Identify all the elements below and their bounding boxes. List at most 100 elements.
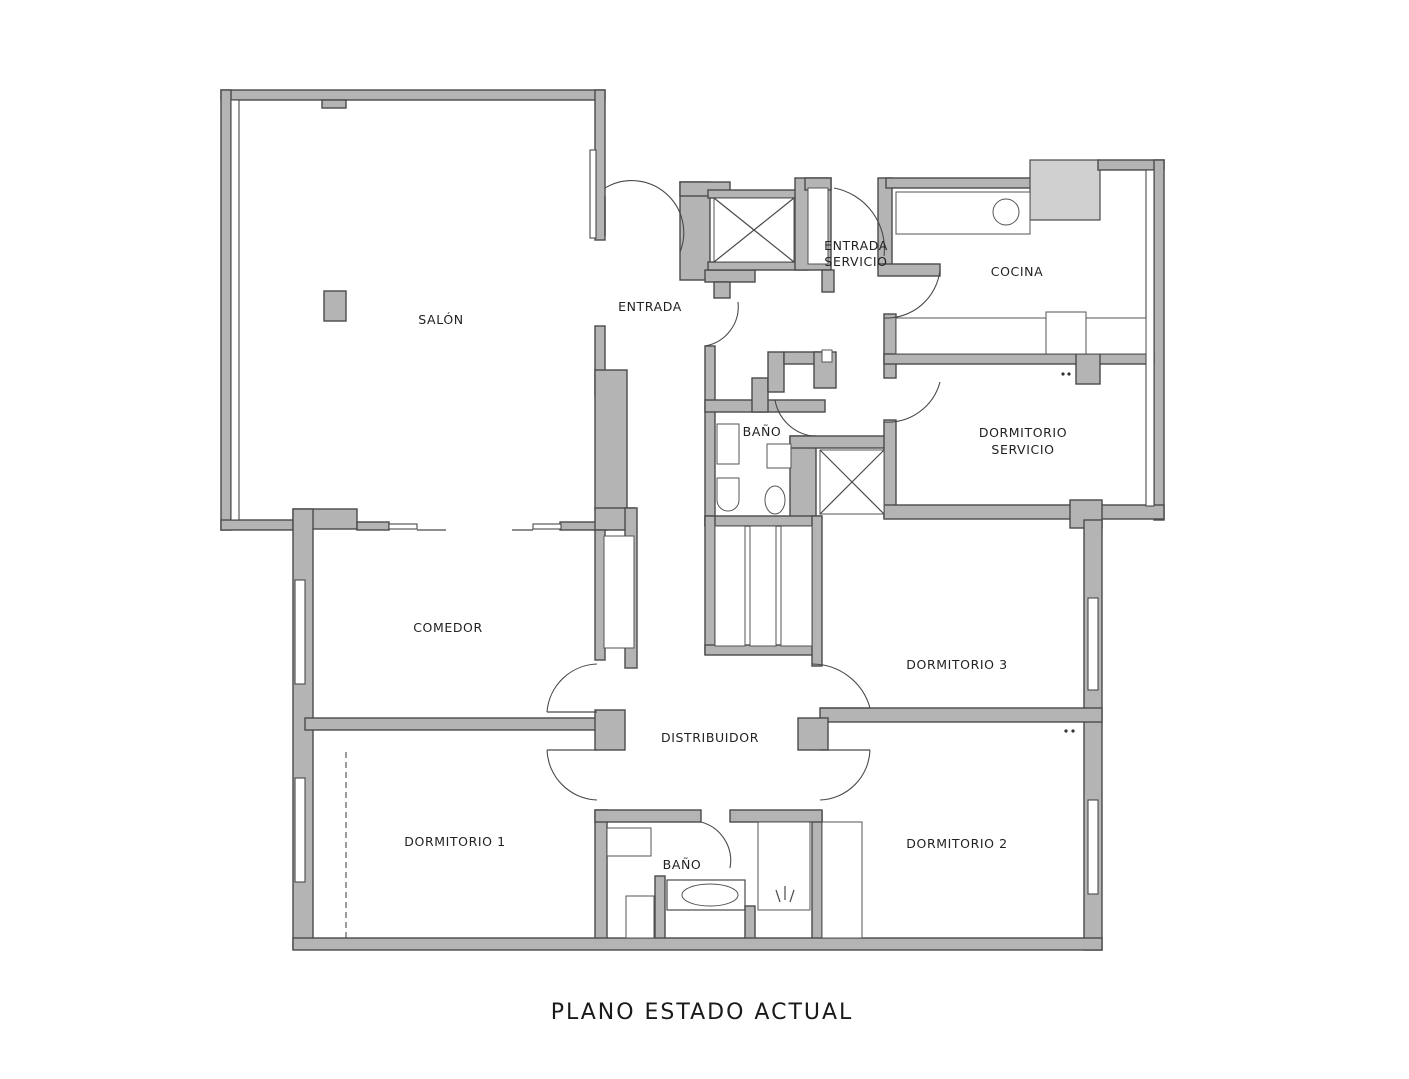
wall bbox=[1075, 353, 1101, 385]
wall bbox=[819, 707, 1103, 723]
wall bbox=[594, 809, 702, 823]
wall bbox=[811, 811, 823, 949]
doors bbox=[345, 180, 941, 938]
door-swing bbox=[833, 187, 885, 257]
door-swing bbox=[819, 749, 871, 801]
room-label-dormitorio-servicio: DORMITORIO bbox=[979, 425, 1067, 440]
window bbox=[294, 579, 306, 685]
wall bbox=[704, 515, 716, 655]
lift-shaft-cross bbox=[819, 449, 885, 515]
wall bbox=[729, 809, 823, 823]
wall bbox=[883, 353, 1155, 365]
room-label-distribuidor: DISTRIBUIDOR bbox=[661, 730, 759, 745]
door-swing bbox=[883, 269, 941, 319]
wall bbox=[885, 177, 1033, 189]
room-label-dormitorio-2: DORMITORIO 2 bbox=[906, 836, 1007, 851]
wall bbox=[811, 515, 823, 667]
wall bbox=[883, 504, 1165, 520]
wall bbox=[789, 435, 817, 527]
wall bbox=[821, 269, 835, 293]
door-swing bbox=[700, 821, 732, 869]
kitchen-counter bbox=[895, 317, 1147, 355]
room-label-cocina: COCINA bbox=[991, 264, 1043, 279]
door-swing bbox=[546, 663, 598, 713]
wall bbox=[707, 261, 809, 271]
wall bbox=[707, 189, 809, 199]
washbasin bbox=[606, 827, 652, 857]
outlet-icon bbox=[1067, 372, 1071, 376]
room-label-dormitorio-1: DORMITORIO 1 bbox=[404, 834, 505, 849]
wall bbox=[751, 377, 769, 413]
room-label-bano-servicio: BAÑO bbox=[743, 424, 782, 439]
outlet-icon bbox=[1064, 729, 1068, 733]
wall bbox=[594, 709, 626, 751]
fixtures bbox=[603, 187, 1147, 939]
wall bbox=[789, 435, 887, 449]
window bbox=[589, 149, 597, 239]
wall bbox=[1153, 159, 1165, 521]
pillar bbox=[323, 290, 347, 322]
windows bbox=[230, 99, 1155, 895]
plan-title: PLANO ESTADO ACTUAL bbox=[551, 1000, 854, 1025]
shower-tray bbox=[766, 443, 792, 469]
wall bbox=[704, 345, 716, 527]
room-label-entrada-servicio-2: SERVICIO bbox=[824, 254, 887, 269]
room-label-comedor: COMEDOR bbox=[413, 620, 483, 635]
pillar bbox=[321, 99, 347, 109]
door-swing bbox=[811, 663, 871, 709]
room-label-entrada-servicio: ENTRADA bbox=[824, 238, 888, 253]
sliding-door-left bbox=[388, 523, 418, 530]
wall bbox=[654, 875, 666, 949]
wall bbox=[767, 351, 785, 393]
door-swing bbox=[883, 381, 941, 423]
wall bbox=[713, 281, 731, 299]
bathtub-icon bbox=[681, 883, 739, 907]
wall bbox=[704, 515, 822, 527]
room-label-entrada: ENTRADA bbox=[618, 299, 682, 314]
door-swing bbox=[704, 301, 739, 347]
wall bbox=[594, 809, 608, 949]
room-label-bano: BAÑO bbox=[663, 857, 702, 872]
door-swing bbox=[604, 180, 685, 253]
wardrobe bbox=[603, 535, 635, 649]
wall bbox=[292, 937, 1103, 951]
window bbox=[230, 99, 240, 521]
shower-icon bbox=[775, 886, 795, 903]
stove-icon bbox=[992, 198, 1020, 226]
bathtub bbox=[666, 879, 746, 911]
window bbox=[294, 777, 306, 883]
wall bbox=[220, 89, 606, 101]
wall bbox=[220, 89, 232, 531]
wardrobe bbox=[821, 821, 863, 939]
wall bbox=[356, 521, 390, 531]
toilet-icon bbox=[625, 895, 655, 939]
sink bbox=[821, 349, 833, 363]
window bbox=[1087, 597, 1099, 691]
room-label-dormitorio-3: DORMITORIO 3 bbox=[906, 657, 1007, 672]
outlet-icon bbox=[1061, 372, 1065, 376]
door-swing bbox=[774, 399, 813, 437]
service-door-frame bbox=[807, 187, 829, 265]
wardrobe bbox=[780, 525, 813, 647]
toilet-icon bbox=[716, 477, 740, 512]
window bbox=[1087, 799, 1099, 895]
fridge bbox=[1045, 311, 1087, 355]
wall bbox=[883, 419, 897, 519]
wardrobe bbox=[714, 525, 746, 647]
wall bbox=[797, 717, 829, 751]
wall bbox=[594, 369, 628, 511]
door-swing bbox=[546, 749, 598, 801]
room-label-salon: SALÓN bbox=[418, 312, 463, 327]
wall bbox=[704, 269, 756, 283]
sliding-door-right bbox=[532, 523, 562, 530]
room-labels: SALÓN ENTRADA ENTRADA SERVICIO COCINA BA… bbox=[404, 238, 1067, 872]
wall bbox=[304, 717, 598, 731]
lift-shaft-cross bbox=[713, 197, 795, 263]
pillar bbox=[1029, 159, 1101, 221]
washbasin bbox=[716, 423, 740, 465]
room-label-dormitorio-servicio-2: SERVICIO bbox=[991, 442, 1054, 457]
wall bbox=[883, 313, 897, 379]
window bbox=[1145, 169, 1155, 507]
wardrobe bbox=[749, 525, 777, 647]
